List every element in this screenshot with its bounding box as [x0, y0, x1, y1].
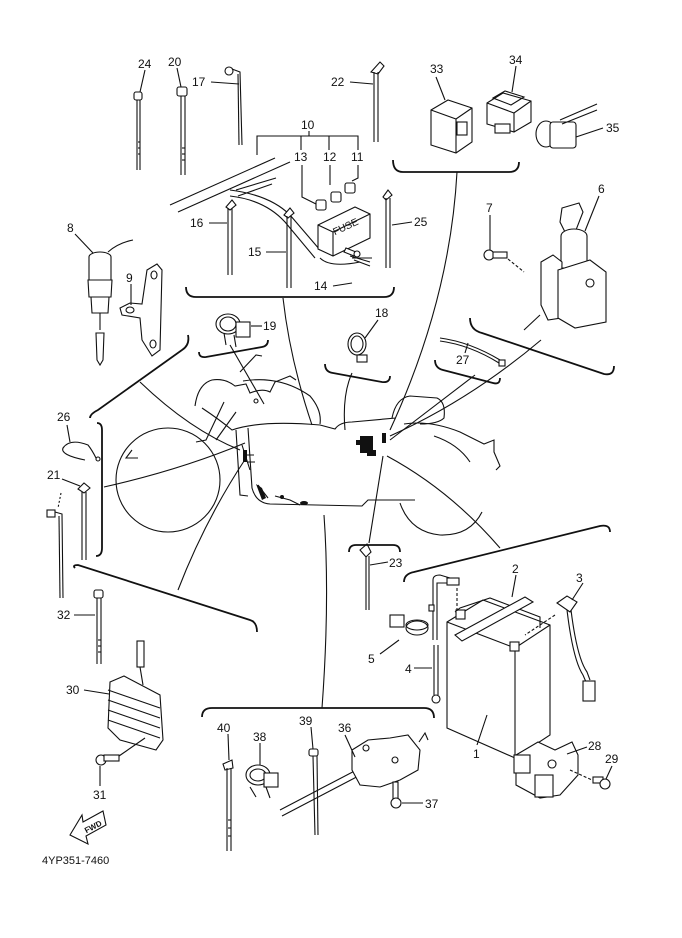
callout-18: 18: [375, 306, 389, 320]
callout-23: 23: [389, 556, 403, 570]
callout-34: 34: [509, 53, 523, 67]
part-37-bolt[interactable]: [390, 781, 402, 809]
part-2-battery-band[interactable]: [454, 596, 535, 642]
part-5-clamp[interactable]: [389, 614, 429, 636]
part-26-clip[interactable]: [62, 441, 101, 462]
part-30-rectifier-regulator[interactable]: [107, 640, 164, 751]
callout-9: 9: [126, 271, 133, 285]
part-35-buzzer[interactable]: [535, 103, 598, 149]
diagram-code: 4YP351-7460: [42, 855, 110, 867]
part-33-relay[interactable]: [430, 99, 473, 154]
callout-21: 21: [47, 468, 61, 482]
part-11-fuse[interactable]: [344, 182, 356, 194]
part-36-sidestand-switch[interactable]: [279, 731, 429, 817]
callout-5: 5: [368, 652, 375, 666]
part-10-fuse-box[interactable]: FUSE: [317, 206, 372, 267]
callout-29: 29: [605, 752, 619, 766]
callout-7: 7: [486, 201, 493, 215]
callout-24: 24: [138, 57, 152, 71]
part-1-battery[interactable]: [446, 597, 551, 759]
callout-17: 17: [192, 75, 206, 89]
part-21b-band[interactable]: [46, 509, 64, 599]
part-4-minus-lead[interactable]: [428, 574, 460, 704]
part-40-band[interactable]: [222, 759, 234, 851]
callout-11: 11: [351, 150, 364, 164]
callout-36: 36: [338, 721, 352, 735]
part-8-neutral-switch[interactable]: [87, 239, 134, 367]
callout-26: 26: [57, 410, 71, 424]
part-3-plus-lead[interactable]: [524, 595, 596, 702]
fwd-arrow-icon: FWD: [69, 810, 107, 846]
part-24-band[interactable]: [133, 91, 143, 170]
part-12-fuse[interactable]: [330, 191, 342, 203]
callout-8: 8: [67, 221, 74, 235]
part-31-bolt[interactable]: [95, 737, 146, 766]
leader-lines: [103, 171, 542, 709]
callout-1: 1: [473, 747, 480, 761]
callout-35: 35: [606, 121, 620, 135]
part-15-band[interactable]: [283, 207, 295, 288]
callout-28: 28: [588, 739, 602, 753]
callout-20: 20: [168, 55, 182, 69]
part-9-bracket[interactable]: [119, 263, 163, 357]
callout-10: 10: [301, 118, 315, 132]
part-18-clamp[interactable]: [347, 332, 368, 363]
callout-14: 14: [314, 279, 328, 293]
part-20-band[interactable]: [176, 86, 188, 175]
callout-40: 40: [217, 721, 231, 735]
callout-13: 13: [294, 150, 308, 164]
callout-12: 12: [323, 150, 337, 164]
callout-2: 2: [512, 562, 519, 576]
callout-25: 25: [414, 215, 428, 229]
part-38-clamp[interactable]: [245, 764, 279, 799]
part-25-band[interactable]: [382, 189, 393, 268]
part-22-band[interactable]: [370, 61, 385, 142]
callout-30: 30: [66, 683, 80, 697]
callout-22: 22: [331, 75, 345, 89]
callout-4: 4: [405, 662, 412, 676]
part-13-fuse[interactable]: [315, 199, 327, 211]
part-39-band[interactable]: [308, 748, 319, 836]
callout-19: 19: [263, 319, 277, 333]
part-34-flasher-relay[interactable]: [486, 90, 532, 134]
callout-38: 38: [253, 730, 267, 744]
callout-15: 15: [248, 245, 262, 259]
part-27-band[interactable]: [439, 337, 506, 367]
callout-3: 3: [576, 571, 583, 585]
part-28-starter-relay[interactable]: [513, 741, 593, 799]
part-16-band[interactable]: [225, 199, 237, 275]
part-32-band[interactable]: [93, 589, 104, 664]
callout-37: 37: [425, 797, 439, 811]
callout-31: 31: [93, 788, 107, 802]
callout-32: 32: [57, 608, 71, 622]
callout-27: 27: [456, 353, 470, 367]
part-23-band[interactable]: [359, 543, 372, 610]
callout-16: 16: [190, 216, 204, 230]
part-21-band[interactable]: [77, 482, 91, 560]
part-29-bolt[interactable]: [592, 776, 611, 790]
part-7-bolt[interactable]: [483, 249, 525, 273]
part-14-screw[interactable]: [343, 247, 361, 258]
callout-39: 39: [299, 714, 313, 728]
callout-6: 6: [598, 182, 605, 196]
part-17-band[interactable]: [224, 66, 243, 146]
motorcycle-outline: [115, 354, 501, 536]
callout-33: 33: [430, 62, 444, 76]
part-19-clamp[interactable]: [215, 313, 251, 348]
part-6-main-switch[interactable]: [523, 202, 607, 331]
